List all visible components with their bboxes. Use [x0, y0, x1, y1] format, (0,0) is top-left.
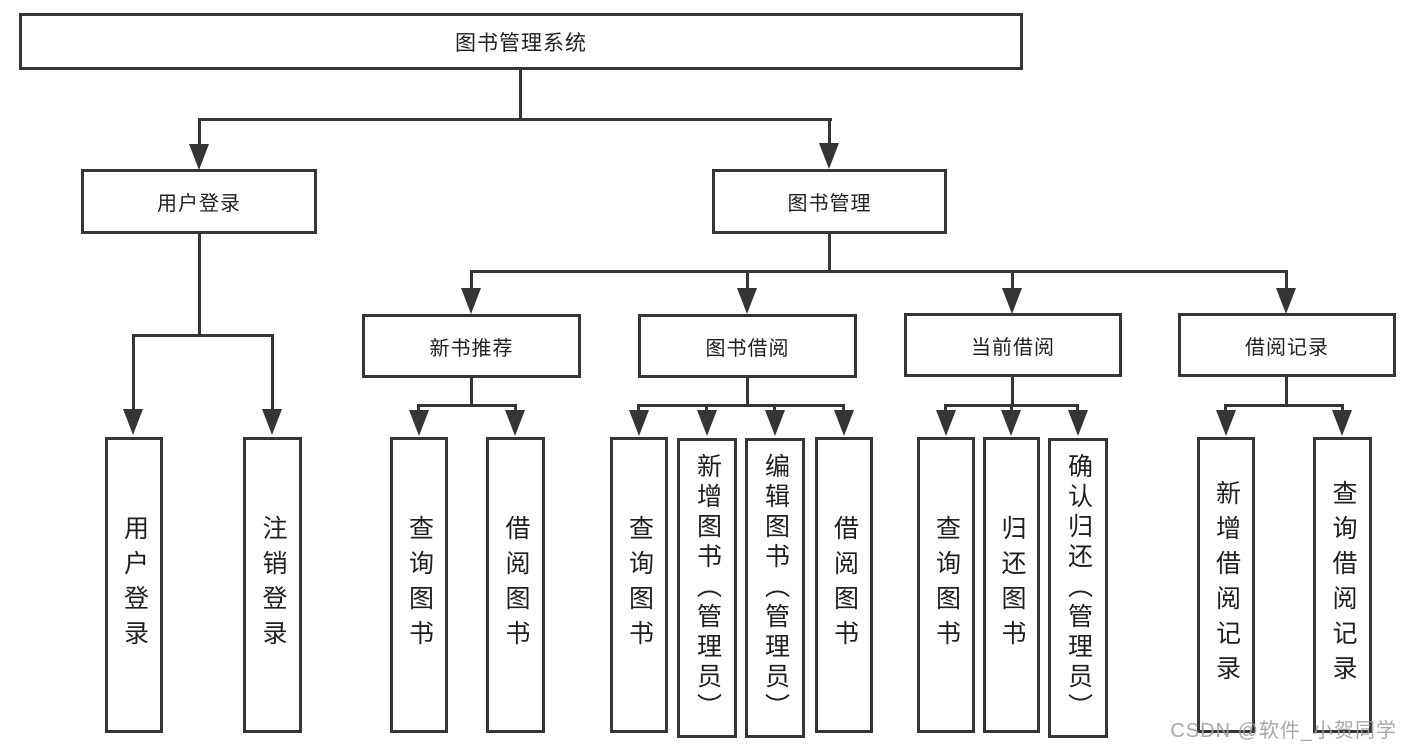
connector-vline	[417, 404, 420, 413]
arrowhead-icon	[936, 410, 956, 436]
leaf-label: 借阅图书	[502, 515, 530, 655]
connector-vline	[1224, 404, 1227, 413]
leaf-label: 借阅图书	[830, 515, 859, 655]
leaf-label: 编辑图书（管理员）	[761, 453, 790, 723]
leaf-label: 注销登录	[259, 515, 287, 655]
connector-vline	[1285, 377, 1288, 406]
arrowhead-icon	[1216, 410, 1236, 436]
connector-vline	[198, 118, 201, 146]
connector-vline	[637, 404, 640, 413]
connector-vline	[1010, 404, 1013, 413]
leaf-confirm-return-admin: 确认归还（管理员）	[1048, 438, 1108, 738]
node-book-management: 图书管理	[712, 169, 947, 234]
connector-hline	[132, 334, 274, 337]
leaf-label: 确认归还（管理员）	[1064, 453, 1093, 723]
connector-vline	[470, 378, 473, 407]
leaf-label: 归还图书	[998, 515, 1026, 655]
leaf-query-borrow-record: 查询借阅记录	[1313, 437, 1372, 733]
connector-vline	[746, 270, 749, 291]
arrowhead-icon	[819, 143, 839, 169]
arrowhead-icon	[765, 410, 785, 436]
connector-vline	[705, 404, 708, 413]
connector-vline	[132, 334, 135, 411]
arrowhead-icon	[737, 288, 757, 314]
watermark: CSDN @软件_小贺同学	[1170, 720, 1397, 742]
arrowhead-icon	[629, 410, 649, 436]
arrowhead-icon	[262, 409, 282, 435]
connector-vline	[828, 118, 831, 146]
node-new-book-recommend: 新书推荐	[362, 314, 581, 378]
arrowhead-icon	[1002, 288, 1022, 314]
arrowhead-icon	[409, 410, 429, 436]
leaf-label: 用户登录	[120, 515, 149, 655]
leaf-label: 查询图书	[932, 515, 961, 655]
node-book-borrow: 图书借阅	[638, 314, 857, 378]
connector-vline	[773, 404, 776, 413]
arrowhead-icon	[505, 410, 525, 436]
leaf-query-books-current: 查询图书	[917, 437, 975, 733]
connector-vline	[1076, 404, 1079, 413]
leaf-user-login: 用户登录	[105, 437, 163, 733]
connector-vline	[1341, 404, 1344, 413]
arrowhead-icon	[461, 288, 481, 314]
connector-vline	[1011, 377, 1014, 407]
leaf-query-books-borrow: 查询图书	[610, 437, 668, 733]
connector-vline	[944, 404, 947, 413]
leaf-return-books: 归还图书	[983, 437, 1040, 733]
connector-vline	[828, 234, 831, 273]
arrowhead-icon	[1332, 410, 1352, 436]
connector-vline	[746, 378, 749, 407]
leaf-add-borrow-record: 新增借阅记录	[1197, 437, 1255, 733]
arrowhead-icon	[834, 410, 854, 436]
connector-vline	[519, 70, 522, 120]
connector-hline	[637, 404, 845, 407]
arrowhead-icon	[123, 409, 143, 435]
leaf-query-books-recommend: 查询图书	[390, 437, 448, 733]
connector-hline	[1224, 404, 1344, 407]
connector-hline	[417, 404, 517, 407]
node-borrow-records: 借阅记录	[1178, 313, 1396, 377]
node-current-borrow: 当前借阅	[904, 313, 1122, 377]
connector-vline	[1285, 270, 1288, 291]
connector-vline	[1011, 270, 1014, 291]
connector-hline	[198, 118, 832, 121]
leaf-label: 新增借阅记录	[1212, 480, 1241, 690]
arrowhead-icon	[1001, 410, 1021, 436]
arrowhead-icon	[189, 144, 209, 170]
node-root: 图书管理系统	[19, 13, 1023, 70]
leaf-logout: 注销登录	[243, 437, 302, 733]
arrowhead-icon	[697, 410, 717, 436]
connector-vline	[271, 334, 274, 411]
connector-vline	[470, 270, 473, 291]
connector-hline	[470, 270, 1287, 273]
leaf-edit-book-admin: 编辑图书（管理员）	[745, 438, 805, 738]
connector-vline	[842, 404, 845, 413]
leaf-borrow-books: 借阅图书	[815, 437, 873, 733]
leaf-label: 新增图书（管理员）	[693, 453, 722, 723]
arrowhead-icon	[1068, 410, 1088, 436]
leaf-label: 查询图书	[625, 515, 654, 655]
connector-vline	[198, 234, 201, 337]
leaf-label: 查询图书	[405, 515, 434, 655]
leaf-borrow-books-recommend: 借阅图书	[486, 437, 545, 733]
leaf-add-book-admin: 新增图书（管理员）	[677, 438, 737, 738]
arrowhead-icon	[1276, 288, 1296, 314]
node-user-login: 用户登录	[81, 169, 317, 234]
connector-vline	[514, 404, 517, 413]
leaf-label: 查询借阅记录	[1329, 480, 1357, 690]
